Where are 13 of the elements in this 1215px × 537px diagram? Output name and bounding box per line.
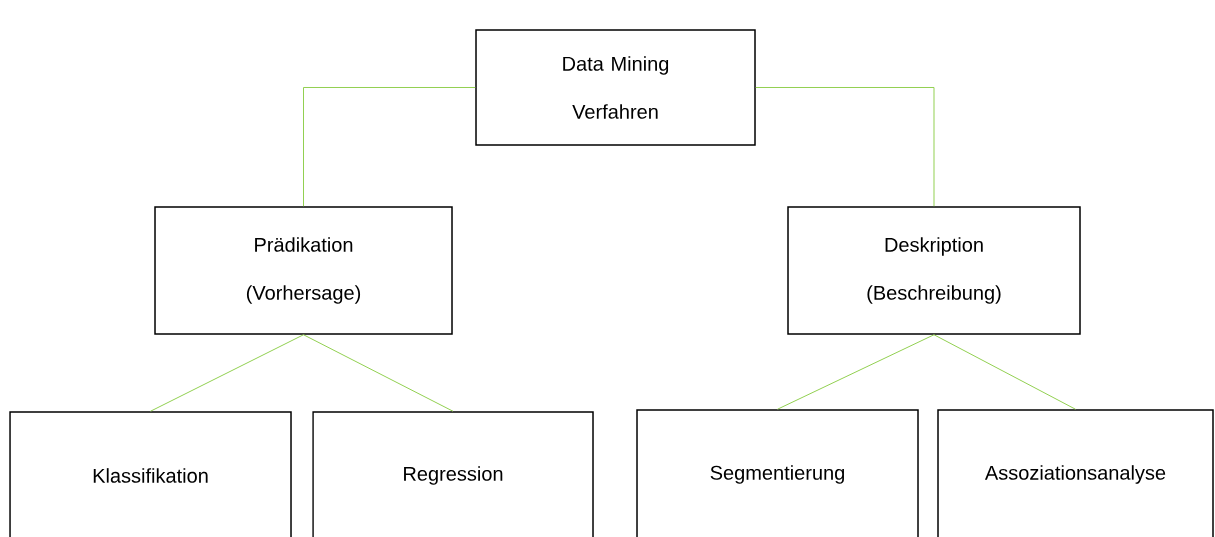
method-box: Assoziationsanalyse (937, 409, 1214, 537)
category-box: Prädikation (Vorhersage) (154, 206, 453, 335)
method-box: Segmentierung (636, 409, 919, 537)
connector-line (303, 87, 476, 207)
category-box: Data Mining Verfahren (475, 29, 756, 146)
connector-line (755, 87, 935, 207)
method-box: Regression (312, 411, 594, 537)
connector-line (777, 334, 935, 410)
connector-line (933, 334, 1076, 410)
category-box: Deskription (Beschreibung) (787, 206, 1081, 335)
connector-line (150, 334, 304, 412)
connector-line (303, 334, 454, 412)
method-box: Klassifikation (9, 411, 292, 537)
